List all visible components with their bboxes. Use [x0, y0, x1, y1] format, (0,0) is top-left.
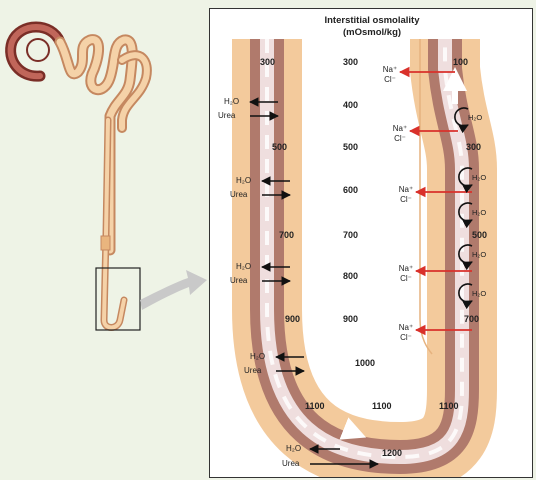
- interstitial-value-700: 700: [343, 230, 359, 240]
- sodium-label: Na⁺: [398, 264, 414, 273]
- urea-label: Urea: [282, 459, 300, 468]
- ascending-value-100: 100: [453, 57, 469, 67]
- chloride-label: Cl⁻: [400, 333, 412, 342]
- bowmans-capsule: [5, 21, 66, 82]
- urea-label: Urea: [218, 111, 236, 120]
- loop-detail-panel: Interstitial osmolality (mOsmol/kg) 300 …: [209, 8, 533, 478]
- ascending-edge: [419, 39, 433, 355]
- descending-value-300: 300: [260, 57, 276, 67]
- interstitial-value-400: 400: [343, 100, 359, 110]
- flow-arrow-bottom-icon: [339, 417, 367, 440]
- descending-value-500: 500: [272, 142, 288, 152]
- water-circle-label: H₂O: [468, 113, 483, 122]
- convoluted-tubules: [54, 34, 152, 256]
- water-circle-label: H₂O: [472, 250, 487, 259]
- ascending-value-500: 500: [472, 230, 488, 240]
- ascending-value-700: 700: [464, 314, 480, 324]
- loop-of-henle-overview: [100, 116, 128, 331]
- urea-label: Urea: [230, 276, 248, 285]
- sodium-label: Na⁺: [392, 124, 408, 133]
- interstitial-value-300: 300: [343, 57, 359, 67]
- water-circle-label: H₂O: [472, 289, 487, 298]
- sodium-label: Na⁺: [398, 185, 414, 194]
- interstitial-value-800: 800: [343, 271, 359, 281]
- chloride-label: Cl⁻: [384, 75, 396, 84]
- loop-of-henle: [232, 39, 497, 477]
- descending-value-700: 700: [279, 230, 295, 240]
- water-label: H₂O: [250, 352, 266, 361]
- chloride-label: Cl⁻: [400, 195, 412, 204]
- zoom-arrow-icon: [140, 270, 207, 310]
- water-circle-label: H₂O: [472, 208, 487, 217]
- water-circle-label: H₂O: [472, 173, 487, 182]
- sodium-label: Na⁺: [382, 65, 398, 74]
- ascending-value-1100: 1100: [439, 401, 459, 411]
- loop-detail-svg: [232, 39, 497, 477]
- water-label: H₂O: [236, 262, 252, 271]
- urea-label: Urea: [244, 366, 262, 375]
- water-label: H₂O: [286, 444, 302, 453]
- interstitial-value-900: 900: [343, 314, 359, 324]
- sodium-label: Na⁺: [398, 323, 414, 332]
- nephron-overview: [5, 21, 207, 331]
- ascending-value-300: 300: [466, 142, 482, 152]
- interstitial-value-500: 500: [343, 142, 359, 152]
- panel-title: Interstitial osmolality: [324, 15, 420, 26]
- water-retention-icons: [454, 107, 473, 310]
- interstitial-value-600: 600: [343, 185, 359, 195]
- water-label: H₂O: [224, 97, 240, 106]
- water-label: H₂O: [236, 176, 252, 185]
- zoom-box: [95, 267, 141, 331]
- chloride-label: Cl⁻: [394, 134, 406, 143]
- interstitial-value-1200: 1200: [382, 448, 403, 458]
- descending-exchange-arrows: [249, 97, 379, 469]
- ascending-salt-arrows: [398, 66, 472, 336]
- interstitial-value-1000: 1000: [355, 358, 376, 368]
- chloride-label: Cl⁻: [400, 274, 412, 283]
- descending-value-900: 900: [285, 314, 301, 324]
- interstitial-value-1100: 1100: [372, 401, 392, 411]
- descending-value-1100: 1100: [305, 401, 325, 411]
- panel-subtitle: (mOsmol/kg): [342, 27, 402, 38]
- urea-label: Urea: [230, 190, 248, 199]
